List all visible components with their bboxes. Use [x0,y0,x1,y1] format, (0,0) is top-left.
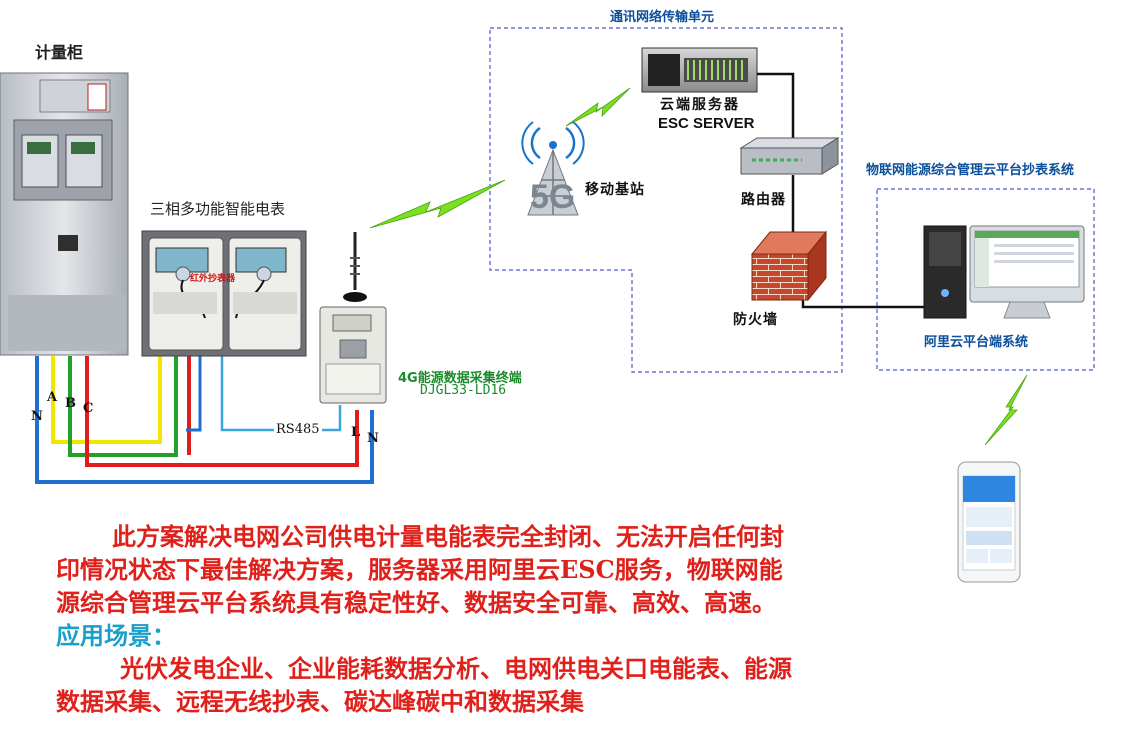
phase-c-label: C [83,401,94,416]
cloud-boundary [876,188,1095,371]
base-station [521,121,585,216]
server [641,47,758,93]
meter-label: 三相多功能智能电表 [150,200,286,218]
terminal-l-label: L [351,425,361,440]
lightning-terminal-basestation [369,179,506,229]
scene-line-1: 光伏发电企业、企业能耗数据分析、电网供电关口电能表、能源 [120,654,792,683]
terminal-device [319,232,387,404]
meter-tag-label: 红外抄表器 [190,274,236,284]
aliyun-label: 阿里云平台端系统 [924,335,1029,350]
lightning-basestation-server [565,87,631,127]
network-boundary [489,27,843,373]
scene-line-2: 数据采集、远程无线抄表、碳达峰碳中和数据采集 [56,687,584,716]
description-line-3: 源综合管理云平台系统具有稳定性好、数据安全可靠、高效、高速。 [56,588,776,617]
terminal-n-label: N [367,431,379,446]
cabinet-label: 计量柜 [35,43,84,62]
phase-n-label: N [31,409,43,424]
description-line-2: 印情况状态下最佳解决方案，服务器采用阿里云ESC服务，物联网能 [56,555,783,584]
phase-a-label: A [47,390,58,405]
terminal-label: 4G能源数据采集终端 [398,371,522,386]
lightning-cloud-phone [984,374,1028,446]
base-station-label: 移动基站 [585,182,645,198]
description-line-1: 此方案解决电网公司供电计量电能表完全封闭、无法开启任何封 [112,522,784,551]
aliyun-workstation [923,225,1085,319]
router-label: 路由器 [741,192,786,208]
cloud-title: 物联网能源综合管理云平台抄表系统 [866,163,1075,178]
wiring [35,356,374,484]
scene-title: 应用场景： [56,621,176,650]
server-label-cn: 云端服务器 [660,97,740,113]
mobile-phone [957,461,1021,583]
description-block: 此方案解决电网公司供电计量电能表完全封闭、无法开启任何封 印情况状态下最佳解决方… [56,520,926,718]
router [739,137,840,175]
phase-b-label: B [65,396,76,411]
terminal-model: DJGL33-LD16 [420,383,507,398]
fiveg-glyph: 5G [530,178,576,216]
firewall-label: 防火墙 [733,312,778,328]
rs485-label: RS485 [274,422,322,437]
metering-cabinet [0,72,129,356]
firewall [750,230,828,302]
server-label-en: ESC SERVER [658,115,755,132]
network-title: 通讯网络传输单元 [610,10,715,25]
meters-photo [141,230,307,357]
